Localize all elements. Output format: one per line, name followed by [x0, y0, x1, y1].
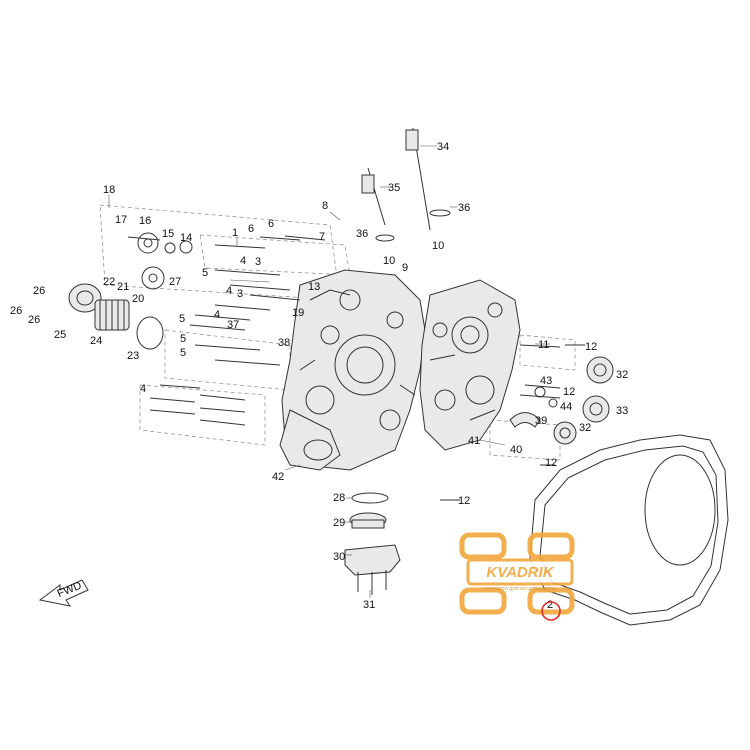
wheel-icon — [527, 532, 575, 560]
callout-35: 35 — [388, 182, 400, 194]
callout-31: 31 — [363, 599, 375, 611]
callout-8: 8 — [322, 200, 328, 212]
wheel-icon — [459, 532, 507, 560]
callout-23: 23 — [127, 350, 139, 362]
dipstick-assembly — [361, 127, 451, 242]
bolt-set — [149, 235, 585, 501]
callout-9: 9 — [402, 262, 408, 274]
callout-36: 36 — [356, 228, 368, 240]
callout-26: 26 — [28, 314, 40, 326]
callout-7: 7 — [319, 231, 325, 243]
callout-5: 5 — [180, 347, 186, 359]
callout-32: 32 — [579, 422, 591, 434]
bearing-set — [509, 356, 614, 445]
callout-24: 24 — [90, 335, 102, 347]
callout-18: 18 — [103, 184, 115, 196]
callout-1: 1 — [232, 227, 238, 239]
callout-5: 5 — [202, 267, 208, 279]
callout-4: 4 — [140, 383, 146, 395]
callout-6: 6 — [248, 223, 254, 235]
callout-12: 12 — [585, 341, 597, 353]
callout-labels: 1 2 3 3 4 4 4 4 5 5 5 5 6 6 7 8 9 10 10 … — [10, 141, 628, 611]
callout-38: 38 — [278, 337, 290, 349]
callout-19: 19 — [292, 307, 304, 319]
callout-43: 43 — [540, 375, 552, 387]
callout-15: 15 — [162, 228, 174, 240]
oil-filter-assembly — [68, 232, 193, 350]
leader-lines — [108, 145, 550, 598]
callout-44: 44 — [560, 401, 572, 413]
callout-10: 10 — [432, 240, 444, 252]
callout-4: 4 — [240, 255, 246, 267]
callout-32: 32 — [616, 369, 628, 381]
right-crankcase — [419, 279, 521, 451]
callout-6: 6 — [268, 218, 274, 230]
callout-20: 20 — [132, 293, 144, 305]
callout-42: 42 — [272, 471, 284, 483]
callout-26: 26 — [33, 285, 45, 297]
callout-37: 37 — [227, 319, 239, 331]
callout-39: 39 — [535, 415, 547, 427]
oil-strainer-parts — [344, 492, 401, 595]
callout-12: 12 — [545, 457, 557, 469]
callout-4: 4 — [214, 309, 220, 321]
cover-housing — [279, 409, 341, 471]
callout-5: 5 — [180, 333, 186, 345]
callout-10: 10 — [383, 255, 395, 267]
callout-3: 3 — [237, 288, 243, 300]
fwd-label: FWD — [56, 580, 84, 601]
wheel-icon — [459, 587, 507, 615]
callout-5: 5 — [179, 313, 185, 325]
crankcase-gasket — [529, 434, 729, 626]
callout-13: 13 — [308, 281, 320, 293]
callout-40: 40 — [510, 444, 522, 456]
callout-17: 17 — [115, 214, 127, 226]
wheel-icon — [527, 587, 575, 615]
callout-4: 4 — [226, 285, 232, 297]
kvadrik-watermark-logo: KVADRIK ЗАПЧАСТИ ДЛЯ КВАДРОЦИКЛОВ — [459, 532, 575, 615]
callout-12: 12 — [458, 495, 470, 507]
watermark-tagline: ЗАПЧАСТИ ДЛЯ КВАДРОЦИКЛОВ — [484, 586, 556, 591]
callout-11: 11 — [538, 339, 549, 351]
callout-16: 16 — [139, 215, 151, 227]
callout-26: 26 — [10, 305, 22, 317]
callout-34: 34 — [437, 141, 449, 153]
callout-22: 22 — [103, 276, 115, 288]
callout-25: 25 — [54, 329, 66, 341]
callout-36: 36 — [458, 202, 470, 214]
callout-30: 30 — [333, 551, 345, 563]
fwd-direction-arrow: FWD — [38, 579, 89, 607]
left-crankcase — [281, 269, 426, 471]
callout-27: 27 — [169, 276, 181, 288]
callout-28: 28 — [333, 492, 345, 504]
callout-2: 2 — [547, 599, 553, 611]
callout-41: 41 — [468, 435, 480, 447]
callout-29: 29 — [333, 517, 345, 529]
highlighted-part-marker — [541, 601, 561, 621]
callout-33: 33 — [616, 405, 628, 417]
watermark-brand: KVADRIK — [486, 564, 554, 581]
callout-14: 14 — [180, 232, 192, 244]
callout-21: 21 — [117, 281, 129, 293]
callout-12: 12 — [563, 386, 575, 398]
callout-3: 3 — [255, 256, 261, 268]
